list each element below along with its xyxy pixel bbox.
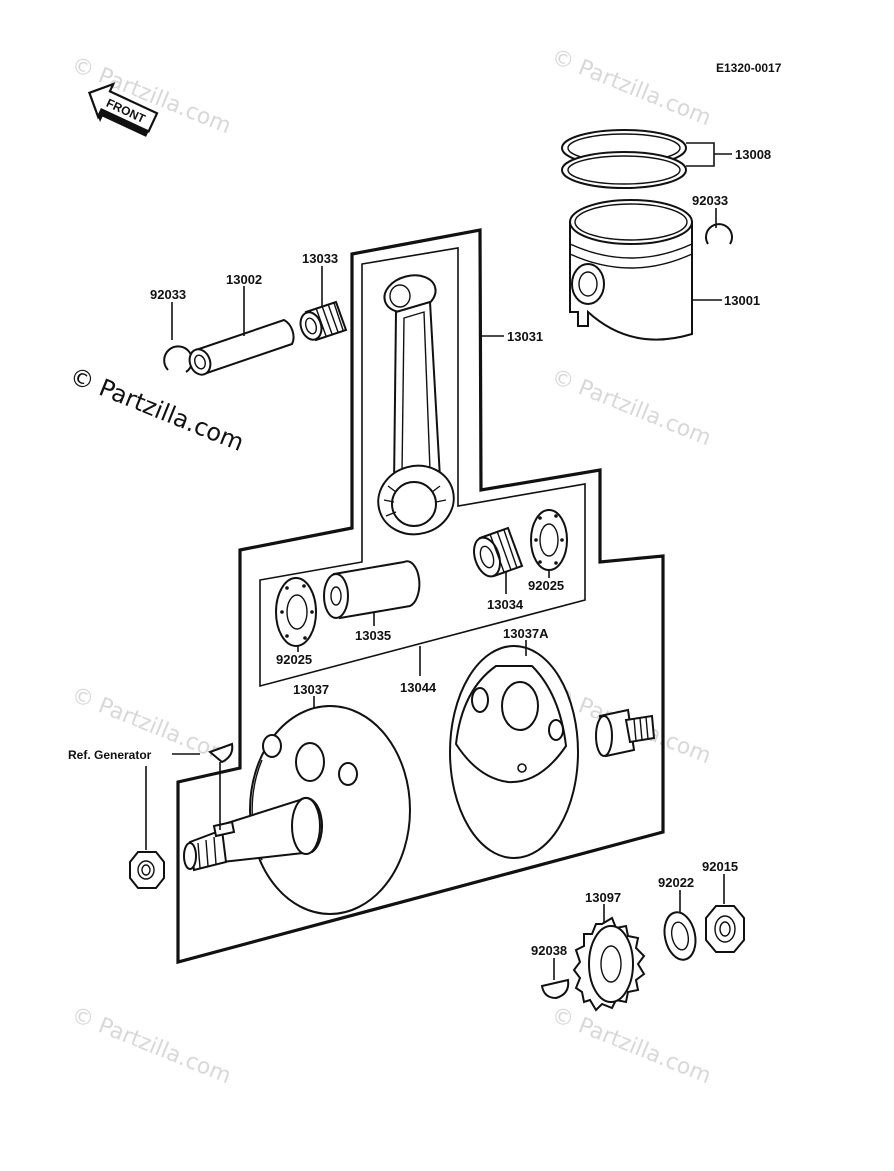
crankshaft-assembly-boundary — [176, 228, 665, 965]
big-end-needle-bearing[interactable] — [469, 526, 524, 580]
part-label-92022[interactable]: 92022 — [658, 875, 694, 890]
woodruff-key-icon — [208, 742, 234, 764]
flywheel-nut-icon — [129, 851, 165, 889]
watermark: © Partzilla.com — [548, 44, 715, 131]
leader-line — [686, 142, 732, 167]
watermark: © Partzilla.com — [548, 1002, 715, 1089]
part-label-92038[interactable]: 92038 — [531, 943, 567, 958]
circlip-icon[interactable] — [163, 345, 194, 373]
leader-line — [145, 753, 200, 850]
small-end-needle-bearing[interactable] — [297, 300, 348, 342]
crankshaft-gear[interactable] — [572, 916, 646, 1012]
part-label-13044[interactable]: 13044 — [400, 680, 437, 695]
ref-generator-label: Ref. Generator — [68, 748, 152, 762]
part-label-92025-right[interactable]: 92025 — [528, 578, 564, 593]
connecting-rod-subassembly-boundary — [259, 247, 586, 688]
piston[interactable] — [569, 199, 693, 341]
part-label-13001[interactable]: 13001 — [724, 293, 760, 308]
part-label-92033-left[interactable]: 92033 — [150, 287, 186, 302]
crankpin[interactable] — [323, 560, 421, 620]
part-label-13035[interactable]: 13035 — [355, 628, 391, 643]
part-label-92015[interactable]: 92015 — [702, 859, 738, 874]
watermark: © Partzilla.com — [68, 1002, 235, 1089]
front-arrow-icon: FRONT — [87, 82, 159, 137]
piston-rings[interactable] — [561, 129, 687, 189]
part-label-13002[interactable]: 13002 — [226, 272, 262, 287]
part-label-13037[interactable]: 13037 — [293, 682, 329, 697]
piston-pin[interactable] — [186, 318, 295, 378]
watermark: © Partzilla.com — [548, 364, 715, 451]
washer[interactable] — [660, 909, 699, 962]
part-label-13097[interactable]: 13097 — [585, 890, 621, 905]
part-label-92025-left[interactable]: 92025 — [276, 652, 312, 667]
part-label-13031[interactable]: 13031 — [507, 329, 543, 344]
part-label-13034[interactable]: 13034 — [487, 597, 524, 612]
part-label-92033-right[interactable]: 92033 — [692, 193, 728, 208]
connecting-rod[interactable] — [370, 270, 461, 543]
diagram-code: E1320-0017 — [716, 61, 782, 75]
part-label-13008[interactable]: 13008 — [735, 147, 771, 162]
part-label-13033[interactable]: 13033 — [302, 251, 338, 266]
watermark: © Partzilla.com — [66, 362, 248, 457]
nut[interactable] — [705, 905, 745, 953]
part-label-13037A[interactable]: 13037A — [503, 626, 549, 641]
thrust-washer-left[interactable] — [275, 577, 317, 647]
thrust-washer-right[interactable] — [530, 509, 568, 571]
circlip-icon[interactable] — [705, 223, 733, 245]
woodruff-key[interactable] — [540, 978, 570, 1000]
right-crank-flywheel[interactable] — [449, 645, 656, 859]
left-crank-flywheel[interactable] — [183, 705, 411, 915]
